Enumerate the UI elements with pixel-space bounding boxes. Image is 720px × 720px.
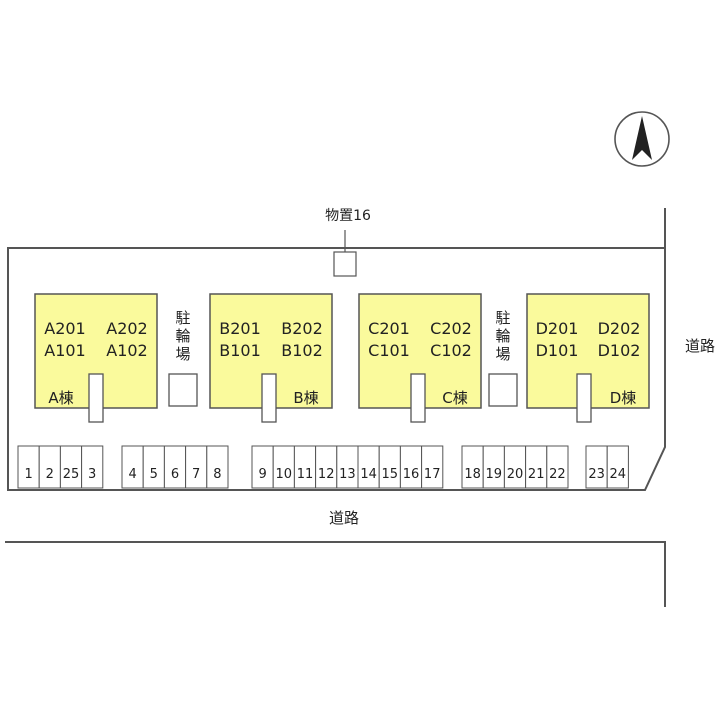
parking-space-number: 22	[549, 467, 566, 482]
parking-space-number: 14	[360, 467, 377, 482]
unit-label: A202	[106, 319, 147, 338]
bike-parking-label-char: 駐	[175, 309, 190, 327]
road-boundary	[5, 541, 666, 607]
unit-label: A102	[106, 341, 147, 360]
building-name: B棟	[293, 389, 318, 407]
parking-space-number: 25	[63, 467, 80, 482]
parking-space-number: 18	[464, 467, 481, 482]
parking-space-number: 15	[382, 467, 399, 482]
bike-parking-label-char: 場	[495, 345, 510, 363]
parking-space-number: 1	[24, 467, 32, 482]
parking-space-number: 16	[403, 467, 420, 482]
building-name: D棟	[610, 389, 637, 407]
parking-space-number: 13	[339, 467, 356, 482]
parking-space-number: 12	[318, 467, 335, 482]
unit-label: D202	[598, 319, 641, 338]
site-boundary	[7, 208, 666, 491]
unit-label: D201	[536, 319, 579, 338]
parking-space-number: 5	[150, 467, 158, 482]
storage-shed	[333, 251, 357, 277]
building-name: A棟	[48, 389, 73, 407]
bike-parking-box	[168, 373, 198, 407]
bike-parking-label-char: 輪	[495, 327, 510, 345]
parking-space	[606, 445, 629, 489]
entrance-box	[261, 373, 277, 423]
bike-parking: 駐輪場	[168, 309, 198, 407]
parking-space-number: 8	[213, 467, 221, 482]
entrance-box	[88, 373, 104, 423]
parking-space-number: 6	[171, 467, 179, 482]
parking-space	[546, 445, 569, 489]
bike-parking-box	[488, 373, 518, 407]
unit-label: C201	[368, 319, 410, 338]
unit-label: D102	[598, 341, 641, 360]
parking-space-number: 4	[128, 467, 136, 482]
parking-space-number: 19	[486, 467, 503, 482]
unit-label: B102	[281, 341, 323, 360]
parking-space-number: 11	[297, 467, 314, 482]
parking-space-number: 23	[588, 467, 605, 482]
parking-space-number: 7	[192, 467, 200, 482]
parking-space-number: 2	[46, 467, 54, 482]
parking-group: 23 24	[585, 445, 629, 489]
parking-space-number: 20	[507, 467, 524, 482]
parking-space-number: 3	[88, 467, 96, 482]
building-name: C棟	[442, 389, 467, 407]
storage-label: 物置16	[325, 208, 371, 224]
unit-label: D101	[536, 341, 579, 360]
bike-parking-label-char: 駐	[495, 309, 510, 327]
parking-space-number: 10	[276, 467, 293, 482]
entrance-box	[410, 373, 426, 423]
unit-label: C102	[430, 341, 472, 360]
parking-space	[421, 445, 444, 489]
unit-label: C202	[430, 319, 472, 338]
parking-space-number: 17	[424, 467, 441, 482]
unit-label: B201	[219, 319, 261, 338]
bike-parking-label-char: 輪	[175, 327, 190, 345]
parking-space-number: 21	[528, 467, 545, 482]
entrance-box	[576, 373, 592, 423]
unit-label: B101	[219, 341, 261, 360]
parking-group: 18 19 20 21 22	[461, 445, 569, 489]
road-label-bottom: 道路	[329, 509, 359, 527]
unit-label: A201	[44, 319, 85, 338]
north-arrow-icon	[614, 111, 670, 167]
bike-parking: 駐輪場	[488, 309, 518, 407]
parking-space-number: 9	[258, 467, 266, 482]
unit-label: C101	[368, 341, 410, 360]
parking-space-number: 24	[610, 467, 627, 482]
parking-space	[81, 445, 104, 489]
bike-parking-label-char: 場	[175, 345, 190, 363]
road-label-right: 道路	[685, 337, 715, 355]
parking-space	[206, 445, 229, 489]
unit-label: B202	[281, 319, 323, 338]
unit-label: A101	[44, 341, 85, 360]
parking-group: 9 10 11 12 13 14 15 16 17	[251, 445, 444, 489]
